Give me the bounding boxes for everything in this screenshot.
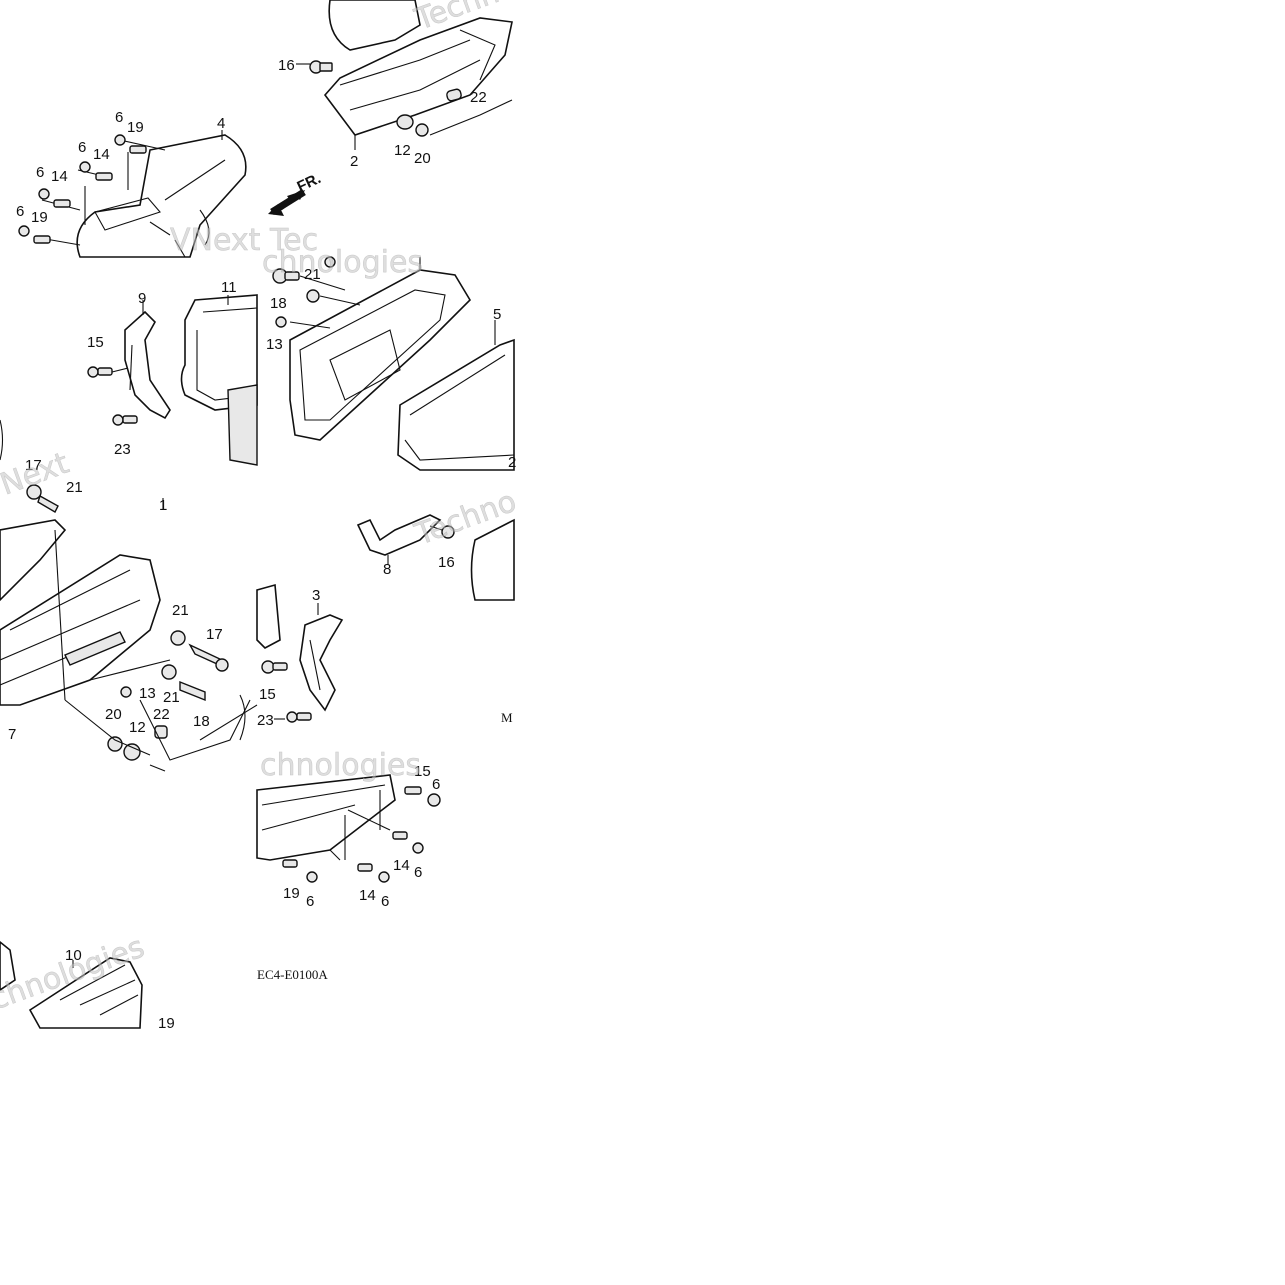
callout-6: 6 xyxy=(306,893,314,910)
callout-6: 6 xyxy=(115,109,123,126)
callout-14: 14 xyxy=(93,146,110,163)
callout-12: 12 xyxy=(129,719,146,736)
callout-20: 20 xyxy=(105,706,122,723)
callout-15: 15 xyxy=(259,686,276,703)
callout-4: 4 xyxy=(217,115,225,132)
watermark-text: chnologies xyxy=(262,245,423,280)
tile-rear-cover: FR. 16 22 2 12 20 Techno xyxy=(268,0,521,216)
callout-6: 6 xyxy=(381,893,389,910)
tile-brackets: 8 16 3 15 23 M Techno xyxy=(239,484,521,741)
callout-14: 14 xyxy=(359,887,376,904)
callout-16: 16 xyxy=(278,57,295,74)
callout-13: 13 xyxy=(139,685,156,702)
callout-21: 21 xyxy=(66,479,83,496)
callout-19: 19 xyxy=(158,1015,175,1032)
callout-19: 19 xyxy=(283,885,300,902)
callout-18: 18 xyxy=(193,713,210,730)
front-direction-label: FR. xyxy=(295,170,324,196)
callout-13: 13 xyxy=(266,336,283,353)
callout-2: 2 xyxy=(508,454,516,471)
callout-17: 17 xyxy=(206,626,223,643)
callout-10: 10 xyxy=(65,947,82,964)
callout-7: 7 xyxy=(8,726,16,743)
callout-14: 14 xyxy=(393,857,410,874)
callout-6: 6 xyxy=(16,203,24,220)
callout-23: 23 xyxy=(257,712,274,729)
tile-head-cover-front: 17 21 1 21 17 13 21 18 20 12 22 7 Next xyxy=(0,445,258,772)
tile-cover-underside: 21 18 13 5 2 chnologies xyxy=(262,245,517,471)
callout-6: 6 xyxy=(432,776,440,793)
tile-head-cover-right: 15 6 14 6 19 6 14 6 EC4-E0100A chnologie… xyxy=(256,748,441,982)
callout-22: 22 xyxy=(153,706,170,723)
callout-2: 2 xyxy=(350,153,358,170)
callout-9: 9 xyxy=(138,290,146,307)
drawing-code-label: EC4-E0100A xyxy=(257,967,328,982)
callout-3: 3 xyxy=(312,587,320,604)
tile-head-cover-top-left: 6 19 4 6 14 6 14 6 19 VNext Tec xyxy=(16,109,318,258)
watermark-text: chnologies xyxy=(260,748,421,783)
callout-6: 6 xyxy=(78,139,86,156)
callout-11: 11 xyxy=(221,279,237,296)
callout-20: 20 xyxy=(414,150,431,167)
callout-19: 19 xyxy=(127,119,144,136)
tile-part-10: 10 19 chnologies xyxy=(0,929,175,1032)
watermark-text: VNext Tec xyxy=(170,223,318,258)
callout-21: 21 xyxy=(163,689,180,706)
callout-15: 15 xyxy=(87,334,104,351)
tile-bracket-and-gasket: 9 11 15 23 xyxy=(0,279,258,466)
callout-22: 22 xyxy=(470,89,487,106)
callout-21: 21 xyxy=(304,266,321,283)
callout-12: 12 xyxy=(394,142,411,159)
callout-6: 6 xyxy=(36,164,44,181)
callout-18: 18 xyxy=(270,295,287,312)
callout-23: 23 xyxy=(114,441,131,458)
callout-14: 14 xyxy=(51,168,68,185)
callout-15: 15 xyxy=(414,763,431,780)
partial-code-label: M xyxy=(501,710,513,725)
callout-8: 8 xyxy=(383,561,391,578)
callout-17: 17 xyxy=(25,457,42,474)
callout-5: 5 xyxy=(493,306,501,323)
callout-21: 21 xyxy=(172,602,189,619)
callout-1: 1 xyxy=(159,497,167,514)
callout-16: 16 xyxy=(438,554,455,571)
callout-19: 19 xyxy=(31,209,48,226)
callout-6: 6 xyxy=(414,864,422,881)
